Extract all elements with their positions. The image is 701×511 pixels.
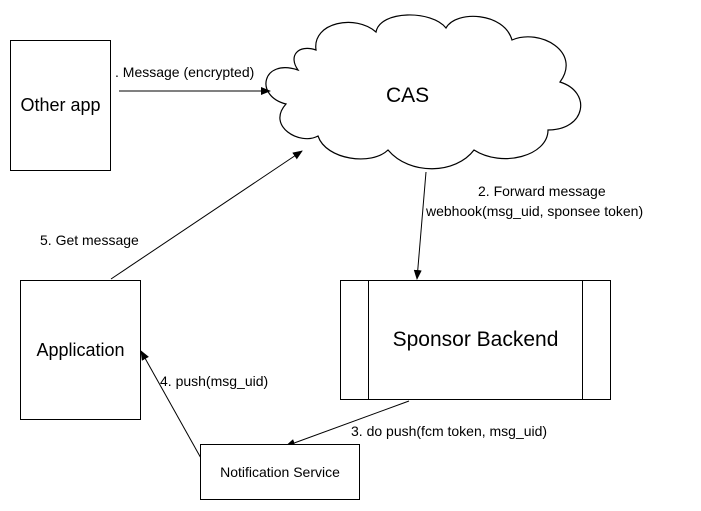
arrow-forward-message (413, 171, 427, 280)
arrow-do-push (285, 400, 410, 447)
arrow-get-message (110, 150, 303, 280)
notification-service-node: Notification Service (200, 444, 360, 500)
edge-label-forward-message-line2: webhook(msg_uid, sponsee token) (426, 203, 644, 219)
edge-label-push: 4. push(msg_uid) (160, 373, 269, 389)
other-app-node: Other app (10, 40, 111, 171)
edge-label-message-encrypted: . Message (encrypted) (115, 64, 255, 80)
application-label: Application (36, 339, 125, 360)
edge-label-do-push: 3. do push(fcm token, msg_uid) (351, 423, 548, 439)
edge-label-get-message: 5. Get message (40, 232, 139, 248)
application-node: Application (20, 280, 141, 420)
sponsor-backend-node: Sponsor Backend (340, 280, 611, 400)
other-app-label: Other app (20, 95, 101, 115)
sponsor-backend-left-bar (368, 281, 369, 399)
sponsor-backend-label: Sponsor Backend (392, 328, 559, 351)
cas-label: CAS (386, 84, 430, 107)
notification-service-label: Notification Service (220, 464, 340, 480)
edge-label-forward-message-line1: 2. Forward message (478, 183, 606, 199)
arrow-push (140, 350, 203, 461)
cas-cloud-shape (265, 14, 582, 170)
sponsor-backend-right-bar (582, 281, 583, 399)
